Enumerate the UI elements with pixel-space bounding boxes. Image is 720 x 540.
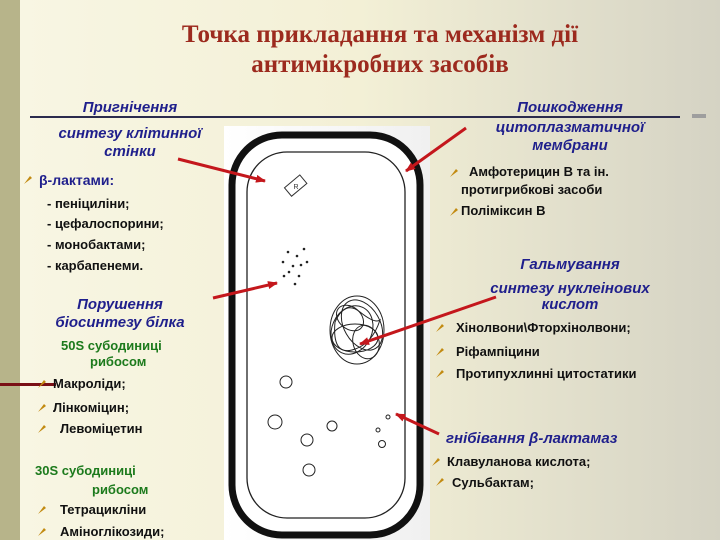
plasmid-icon [283,174,308,197]
membrane-item: Амфотерицин В та ін. [469,164,609,179]
sub30-item: Аміноглікозиди; [60,524,165,539]
membrane-item: протигрибкові засоби [461,182,603,197]
bullet-icon [436,478,444,486]
cell-wall-heading-3: стінки [104,143,156,160]
bullet-icon [24,176,32,184]
sidebar-strip [0,0,20,540]
cell-wall-item: - цефалоспорини; [47,216,164,231]
bullet-icon [432,458,440,466]
sub50-label-1: 50S субодиниці [61,338,162,353]
sub30-item: Тетрацикліни [60,502,147,517]
betalactamase-item: Клавуланова кислота; [447,454,591,469]
nucleic-heading-1: Гальмування [520,256,620,273]
bullet-icon [38,404,46,412]
cytoplasmic-membrane [246,151,406,519]
bullet-icon [38,506,46,514]
nucleic-heading-3: кислот [541,296,599,313]
sub30-label-1: 30S субодиниці [35,463,136,478]
bullet-icon [38,425,46,433]
membrane-heading-2: цитоплазматичної [495,119,645,136]
cell-wall-item: - монобактами; [47,237,146,252]
protein-heading-2: біосинтезу білка [55,314,185,331]
cell-wall-heading-2: синтезу клітинної [58,125,202,142]
sub50-item: Макроліди; [53,376,126,391]
sub50-item: Левоміцетин [60,421,143,436]
membrane-heading-3: мембрани [532,137,608,154]
bullet-icon [450,169,458,177]
slide-title-line2: антимікробних засобів [251,51,509,78]
cell-wall-heading-1: Пригнічення [82,99,178,116]
protein-heading-1: Порушення [77,296,163,313]
sub50-item: Лінкоміцин; [53,400,130,415]
sub50-label-2: рибосом [90,354,147,369]
membrane-heading-1: Пошкодження [517,99,623,116]
beta-lactam-group: β-лактами: [39,172,115,188]
bullet-icon [436,324,444,332]
bullet-icon [436,370,444,378]
slide-title-line1: Точка прикладання та механізм дії [181,21,579,48]
nucleic-item: Протипухлинні цитостатики [456,366,637,381]
bullet-icon [38,528,46,536]
nucleic-item: Ріфампіцини [456,344,540,359]
title-rule [30,116,680,118]
arrows [177,126,497,436]
sub30-label-2: рибосом [92,482,149,497]
bullet-icon [450,208,458,216]
cell-wall-item: - карбапенеми. [47,258,144,273]
betalactamase-item: Сульбактам; [452,475,535,490]
bullet-icon [38,380,46,388]
nucleic-heading-2: синтезу нуклеінових [490,280,650,297]
membrane-item: Поліміксин В [461,203,546,218]
cell-wall-item: - пеніциліни; [47,196,130,211]
plasmid-label: R [293,184,298,191]
ribosome-dots [281,247,309,286]
bullet-icon [436,348,444,356]
accent-line [0,383,56,386]
inclusion-granules [267,375,391,477]
betalactamase-heading: гнібівання β-лактамаз [446,430,618,447]
title-rule-end [692,114,706,118]
nucleic-item: Хінолвони\Фторхінолвони; [456,320,631,335]
